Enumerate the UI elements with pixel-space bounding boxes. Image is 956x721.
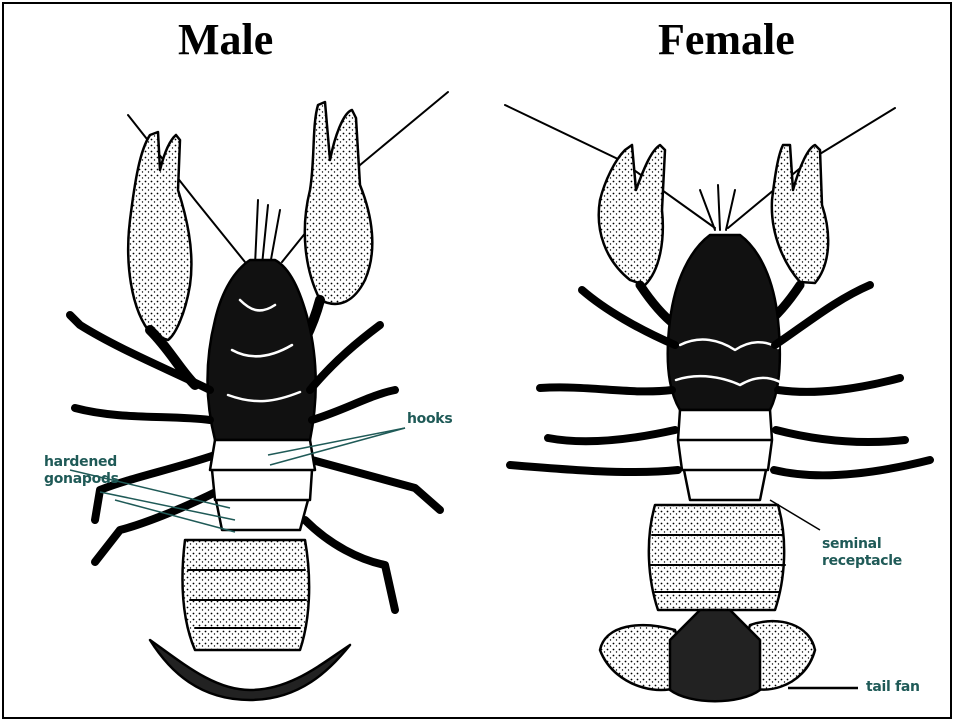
hardened-gonopods-label-line1: hardened xyxy=(44,455,117,470)
female-carapace xyxy=(668,235,780,410)
male-crayfish xyxy=(70,92,448,700)
seminal-receptacle-label-line2: receptacle xyxy=(822,554,902,569)
female-abdomen xyxy=(649,505,784,610)
female-claw-left xyxy=(599,145,665,285)
hooks-label: hooks xyxy=(407,412,452,427)
male-claw-right xyxy=(305,102,373,304)
hardened-gonopods-label-line2: gonapods xyxy=(44,472,119,487)
female-crayfish xyxy=(505,105,930,701)
seminal-receptacle-label-line1: seminal xyxy=(822,537,881,552)
tail-fan-label: tail fan xyxy=(866,680,920,695)
female-claw-right xyxy=(772,145,828,283)
male-carapace xyxy=(208,260,316,440)
male-abdomen xyxy=(182,540,309,650)
male-claw-left xyxy=(128,132,191,340)
